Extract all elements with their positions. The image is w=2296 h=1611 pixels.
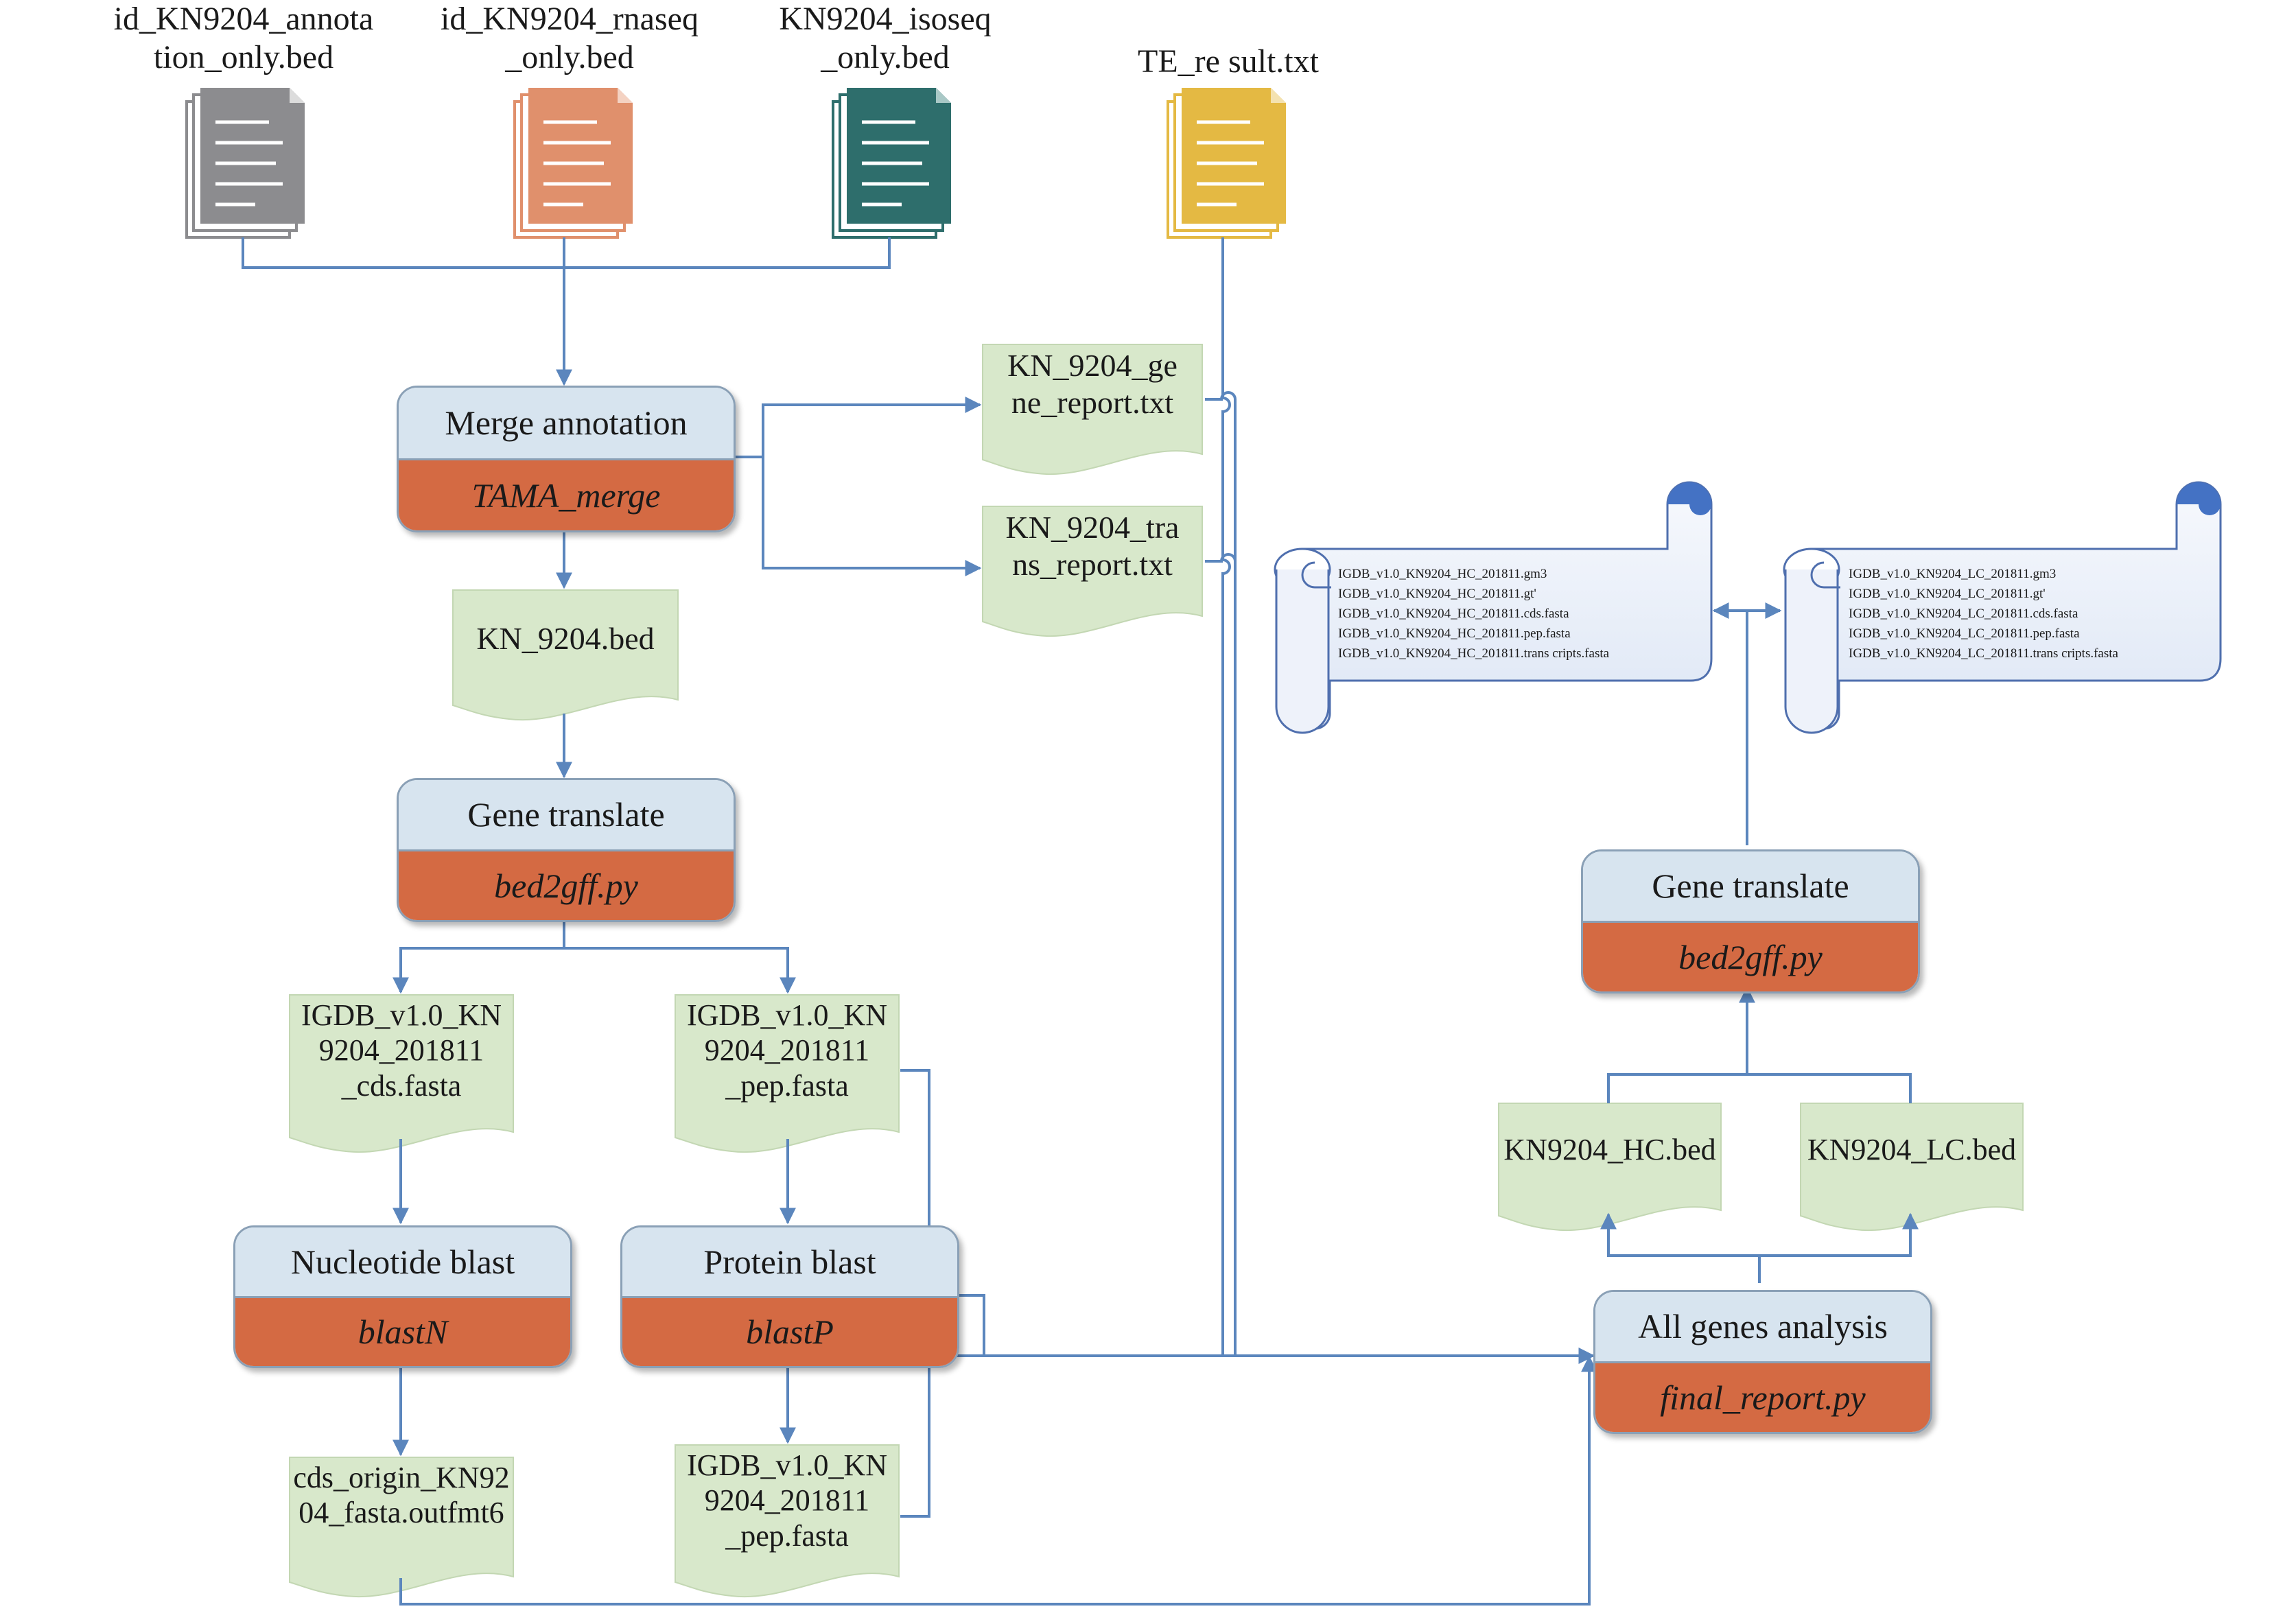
gene-translate-right-process: Gene translate bed2gff.py — [1581, 849, 1920, 993]
isoseq-file-icon — [832, 88, 951, 239]
te-result-connector — [1221, 237, 1231, 1356]
lc-bed-doc-shape — [1800, 1103, 2024, 1232]
gene-report-line1: KN_9204_ge — [1007, 348, 1178, 383]
rnaseq-file-icon — [513, 88, 633, 239]
rnaseq-file-label-line1: id_KN9204_rnaseq — [441, 1, 699, 37]
bed2gff-left-tool: bed2gff.py — [399, 851, 734, 920]
nucleotide-blast-title: Nucleotide blast — [235, 1227, 570, 1298]
pep-fasta-doc-shape — [675, 994, 900, 1153]
pblast-to-allgenes-connector — [957, 1294, 1595, 1364]
trans-report-line1: KN_9204_tra — [1005, 510, 1180, 545]
hc-bed-doc-shape — [1498, 1103, 1722, 1232]
translate-to-fasta-connector — [399, 919, 788, 992]
hc-output-transcripts: IGDB_v1.0_KN9204_HC_201811.trans cripts.… — [1338, 646, 1610, 661]
isoseq-file-label-line1: KN9204_isoseq — [779, 1, 992, 37]
gene-report-doc: KN_9204_ge ne_report.txt — [983, 347, 1202, 421]
lc-output-scroll — [1783, 481, 2222, 734]
cds-origin-line1: cds_origin_KN92 — [293, 1461, 510, 1494]
cds-fasta-line1: IGDB_v1.0_KN — [301, 998, 502, 1032]
hc-output-gt: IGDB_v1.0_KN9204_HC_201811.gt' — [1338, 587, 1536, 602]
protein-blast-process: Protein blast blastP — [620, 1225, 959, 1368]
rnaseq-file-label: id_KN9204_rnaseq _only.bed — [412, 0, 727, 77]
tama-merge-tool: TAMA_merge — [399, 460, 734, 530]
annotation-file-label-line1: id_KN9204_annota — [113, 1, 374, 37]
cds-fasta-doc: IGDB_v1.0_KN 9204_201811 _cds.fasta — [290, 998, 513, 1103]
protein-blast-title: Protein blast — [622, 1227, 957, 1298]
pep-fasta-2-doc: IGDB_v1.0_KN 9204_201811 _pep.fasta — [675, 1448, 899, 1553]
kn-bed-doc-shape — [452, 589, 679, 721]
te-result-file-icon — [1167, 88, 1286, 239]
merge-to-trans-report-connector — [762, 457, 982, 576]
annotation-file-icon — [185, 88, 305, 239]
hc-output-gm3: IGDB_v1.0_KN9204_HC_201811.gm3 — [1338, 567, 1547, 581]
pep-fasta-2-line3: _pep.fasta — [725, 1518, 849, 1553]
cds-origin-doc-shape — [289, 1457, 514, 1598]
hc-bed-doc: KN9204_HC.bed — [1499, 1132, 1721, 1167]
hc-output-list: IGDB_v1.0_KN9204_HC_201811.gm3 IGDB_v1.0… — [1338, 564, 1609, 663]
annotation-file-label: id_KN9204_annota tion_only.bed — [82, 0, 405, 77]
bed2gff-right-tool: bed2gff.py — [1583, 922, 1918, 991]
trans-report-doc: KN_9204_tra ns_report.txt — [983, 509, 1202, 583]
final-report-tool: final_report.py — [1595, 1363, 1930, 1432]
annotation-file-label-line2: tion_only.bed — [153, 39, 334, 76]
lc-bed-doc: KN9204_LC.bed — [1801, 1132, 2023, 1167]
pep-fasta-2-doc-shape — [675, 1444, 900, 1598]
reports-connector — [1205, 391, 1237, 1356]
lc-output-pep: IGDB_v1.0_KN9204_LC_201811.pep.fasta — [1849, 626, 2080, 642]
trans-report-doc-shape — [982, 506, 1203, 637]
pep-fasta-doc: IGDB_v1.0_KN 9204_201811 _pep.fasta — [675, 998, 899, 1103]
kn-bed-line1: KN_9204.bed — [476, 621, 655, 656]
lc-output-cds: IGDB_v1.0_KN9204_LC_201811.cds.fasta — [1849, 607, 2078, 622]
all-genes-analysis-process: All genes analysis final_report.py — [1593, 1290, 1932, 1434]
gene-report-doc-shape — [982, 344, 1203, 475]
pep-fasta-line3: _pep.fasta — [725, 1068, 849, 1103]
hc-output-cds: IGDB_v1.0_KN9204_HC_201811.cds.fasta — [1338, 607, 1569, 622]
lc-output-list: IGDB_v1.0_KN9204_LC_201811.gm3 IGDB_v1.0… — [1849, 564, 2118, 663]
te-result-file-label: TE_re sult.txt — [1091, 43, 1366, 81]
blastp-tool: blastP — [622, 1297, 957, 1366]
pep-fasta-line1: IGDB_v1.0_KN — [686, 998, 888, 1032]
merge-annotation-title: Merge annotation — [399, 388, 734, 460]
input-files-connector — [242, 237, 891, 384]
beds-to-translate-connector — [1607, 988, 1912, 1103]
pep-fasta-line2: 9204_201811 — [704, 1033, 870, 1068]
te-result-file-label-line1: TE_re sult.txt — [1138, 43, 1319, 80]
isoseq-file-label-line2: _only.bed — [821, 39, 950, 76]
cds-origin-line2: 04_fasta.outfmt6 — [298, 1496, 504, 1530]
nucleotide-blast-process: Nucleotide blast blastN — [233, 1225, 572, 1368]
rnaseq-file-label-line2: _only.bed — [505, 39, 634, 76]
hc-output-scroll — [1274, 481, 1713, 734]
cds-fasta-doc-shape — [289, 994, 514, 1153]
hc-output-pep: IGDB_v1.0_KN9204_HC_201811.pep.fasta — [1338, 626, 1571, 642]
pep-fasta-2-line1: IGDB_v1.0_KN — [686, 1448, 888, 1482]
lc-output-gt: IGDB_v1.0_KN9204_LC_201811.gt' — [1849, 587, 2046, 602]
isoseq-file-label: KN9204_isoseq _only.bed — [748, 0, 1022, 77]
blastn-tool: blastN — [235, 1297, 570, 1366]
lc-bed-line1: KN9204_LC.bed — [1807, 1133, 2017, 1166]
gene-translate-left-process: Gene translate bed2gff.py — [397, 778, 736, 922]
lc-output-gm3: IGDB_v1.0_KN9204_LC_201811.gm3 — [1849, 567, 2057, 581]
all-genes-analysis-title: All genes analysis — [1595, 1292, 1930, 1363]
gene-translate-left-title: Gene translate — [399, 780, 734, 851]
lc-output-transcripts: IGDB_v1.0_KN9204_LC_201811.trans cripts.… — [1849, 646, 2118, 661]
gene-report-line2: ne_report.txt — [1011, 384, 1174, 420]
cds-fasta-line3: _cds.fasta — [341, 1068, 462, 1103]
cds-fasta-line2: 9204_201811 — [318, 1033, 484, 1068]
cdsorigin-to-allgenes-connector — [399, 1355, 1597, 1606]
trans-report-line2: ns_report.txt — [1012, 546, 1173, 582]
pep-fasta-2-line2: 9204_201811 — [704, 1483, 870, 1518]
merge-annotation-process: Merge annotation TAMA_merge — [397, 386, 736, 532]
cds-origin-doc: cds_origin_KN92 04_fasta.outfmt6 — [290, 1460, 513, 1531]
hc-bed-line1: KN9204_HC.bed — [1503, 1133, 1716, 1166]
merge-to-gene-report-connector — [731, 397, 982, 458]
kn-bed-doc: KN_9204.bed — [453, 620, 678, 657]
gene-translate-right-title: Gene translate — [1583, 851, 1918, 923]
